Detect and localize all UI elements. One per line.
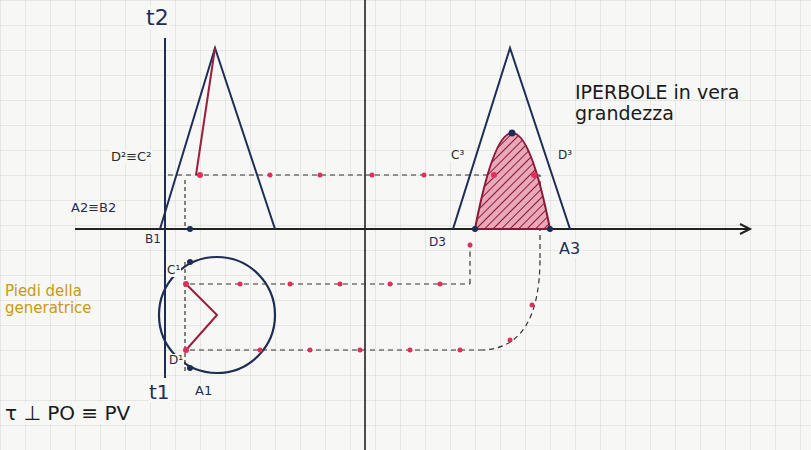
point-label: D3 <box>428 236 447 249</box>
point-label: C³ <box>450 149 465 162</box>
point-label: C¹ <box>166 264 181 277</box>
hyperbola-true-size <box>475 133 550 229</box>
callout-note: Piedi della generatrice <box>4 283 146 316</box>
projection-line <box>190 283 470 284</box>
point-label: D³ <box>557 149 573 162</box>
title-note: IPERBOLE in vera grandezza <box>574 82 801 124</box>
generatrix <box>196 48 215 175</box>
construction-dots <box>183 172 537 353</box>
point-label: A2≡B2 <box>70 201 117 215</box>
cone-front-view <box>160 48 275 229</box>
axis-arrow <box>740 224 750 234</box>
radius-lines <box>186 284 217 350</box>
point-label: A3 <box>558 240 581 258</box>
y-axis <box>364 0 366 450</box>
point-label: A1 <box>194 384 213 398</box>
cone-side-view <box>453 48 570 229</box>
condition-note: τ ⊥ PO ≡ PV <box>4 402 131 424</box>
projection-line <box>184 180 185 229</box>
point-label: D¹ <box>168 354 184 367</box>
point-label: B1 <box>144 233 162 246</box>
projection-line <box>184 262 185 372</box>
trace-label: t1 <box>148 381 171 403</box>
trace-label: t2 <box>145 6 170 30</box>
projection-line <box>168 174 540 175</box>
projection-line <box>190 349 480 350</box>
point-label: D²≡C² <box>110 150 152 164</box>
transfer-arc <box>480 258 540 350</box>
key-points <box>187 130 553 372</box>
x-axis <box>75 228 748 230</box>
cone-plan-view <box>159 257 275 373</box>
